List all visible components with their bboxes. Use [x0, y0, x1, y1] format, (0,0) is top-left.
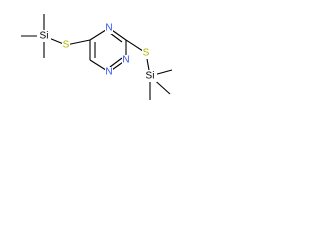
atom-s2-label: S	[143, 48, 150, 59]
atom-n1-label: N	[105, 67, 112, 78]
atom-n2: N	[122, 55, 130, 66]
atom-si1: Si	[37, 30, 51, 42]
atom-si2: Si	[143, 70, 157, 82]
atom-n4-label: N	[105, 23, 112, 34]
atom-s1: S	[62, 40, 70, 51]
atom-si2-label: Si	[146, 71, 155, 82]
atom-si1-label: Si	[40, 31, 49, 42]
atom-s1-label: S	[63, 40, 70, 51]
atom-n1: N	[105, 67, 113, 78]
atom-s2: S	[142, 48, 150, 59]
atom-n2-label: N	[122, 55, 129, 66]
bond-n4-c3-double	[109, 32, 123, 43]
bond-n2-n1-double	[109, 57, 123, 68]
atom-n4: N	[105, 23, 113, 34]
molecule-diagram: Si S N N N S Si	[21, 14, 173, 100]
